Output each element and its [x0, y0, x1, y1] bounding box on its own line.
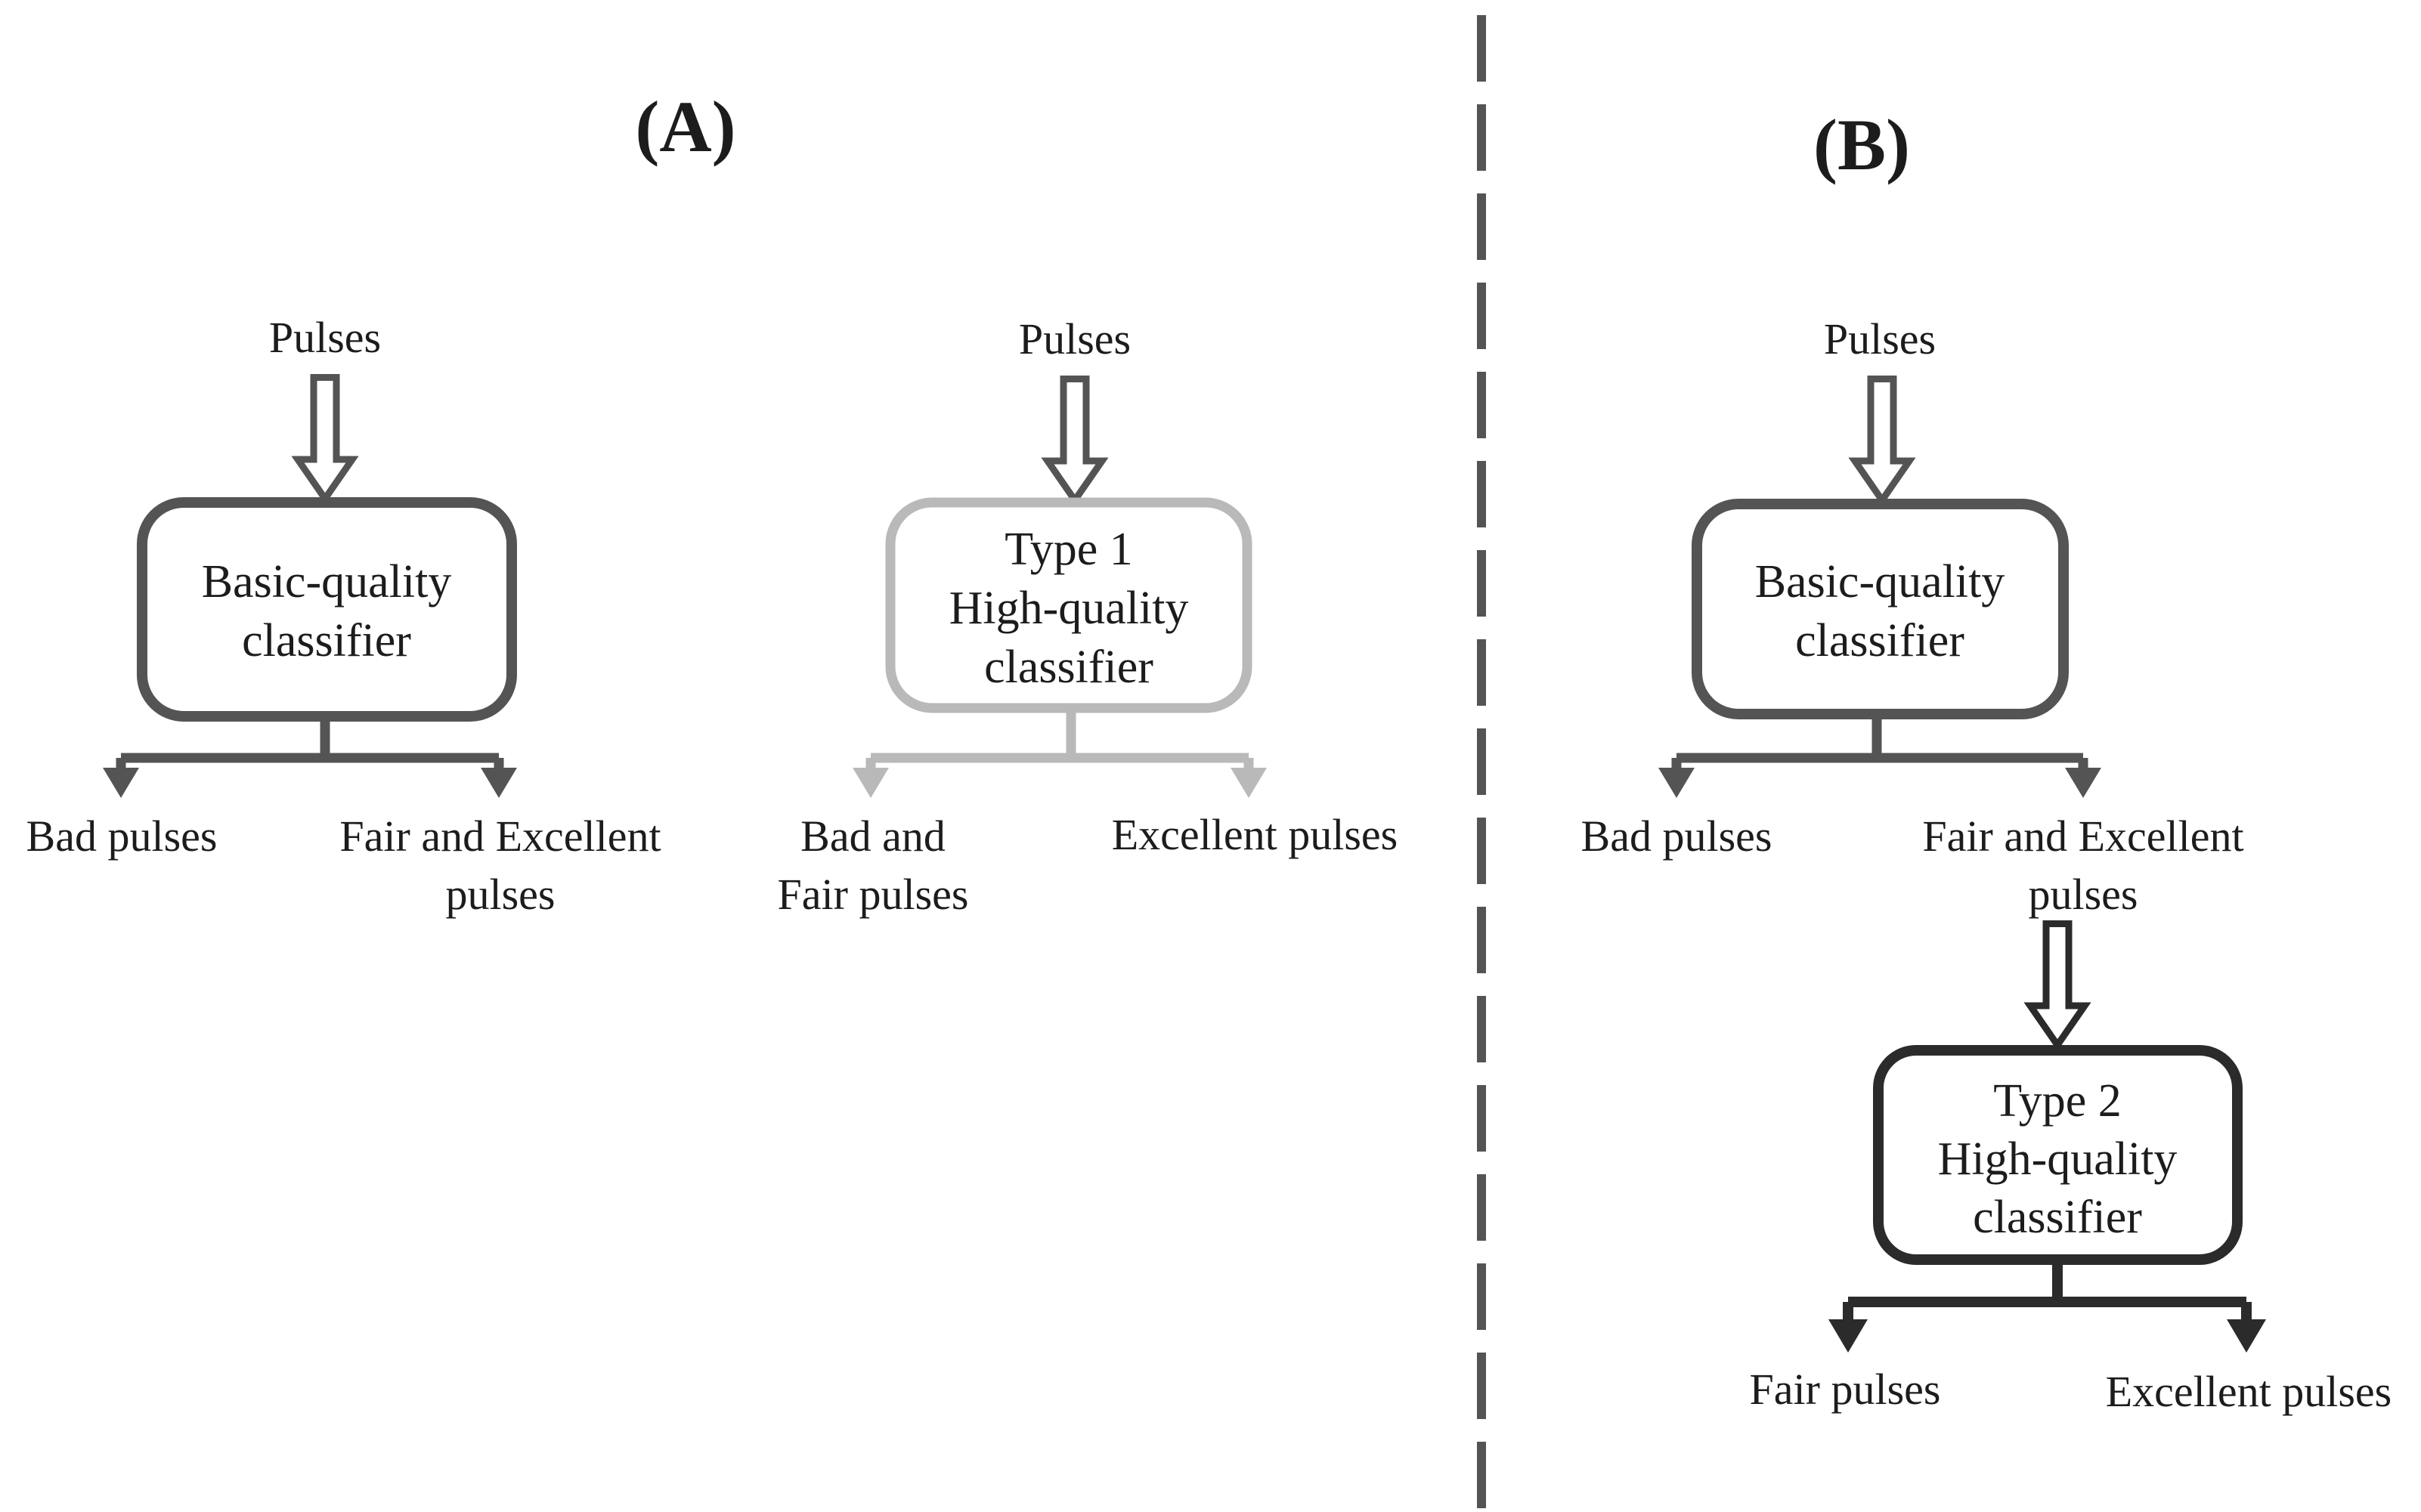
flow-b2-box-line2: High-quality [1937, 1133, 2178, 1185]
flow-a1-box-line2: classifier [242, 615, 411, 666]
flow-b2-output-left-label: Fair pulses [1749, 1365, 1941, 1414]
flow-b2-graphics [1828, 924, 2266, 1353]
flow-a1-graphics [103, 378, 517, 798]
flow-b2-left-arrowhead-icon [1828, 1319, 1868, 1353]
flow-a1-split-connector [116, 715, 504, 769]
flow-b2-right-arrowhead-icon [2227, 1319, 2266, 1353]
panel-b-label: (B) [1813, 104, 1910, 185]
flow-b2-input-arrow-icon [2030, 924, 2085, 1046]
flow-b2-box-line1: Type 2 [1993, 1075, 2122, 1127]
flow-a1-output-right-line1: Fair and Excellent [339, 812, 661, 861]
flow-a2-input-label: Pulses [1018, 314, 1132, 363]
flow-a2-box-line3: classifier [984, 642, 1153, 693]
flow-a2-output-left-label: Bad and Fair pulses [778, 807, 969, 923]
flow-b1-box-line1: Basic-quality [1754, 556, 2005, 608]
flow-a2-split-connector [865, 705, 1254, 769]
flow-a1-box-label: Basic-quality classifier [202, 552, 452, 670]
flow-b1-right-arrowhead-icon [2065, 768, 2101, 798]
flow-b2-box-label: Type 2 High-quality classifier [1938, 1072, 2178, 1247]
flow-b1-output-right-line1: Fair and Excellent [1922, 812, 2244, 861]
panel-a-label: (A) [635, 86, 736, 167]
flow-b1-split-connector [1671, 713, 2088, 769]
flow-a1-output-right-label: Fair and Excellent pulses [339, 807, 661, 923]
flow-a2-box-line2: High-quality [949, 583, 1189, 634]
flow-b1-box-line2: classifier [1795, 615, 1964, 666]
flow-a1-left-arrowhead-icon [103, 768, 139, 798]
flow-a1-output-left-label: Bad pulses [26, 812, 218, 861]
flow-a1-box-line1: Basic-quality [201, 556, 452, 608]
flow-b1-output-left-label: Bad pulses [1580, 812, 1772, 861]
flow-a2-box-line1: Type 1 [1005, 524, 1133, 575]
flow-a1-output-right-line2: pulses [445, 870, 556, 919]
flow-a2-left-arrowhead-icon [853, 768, 889, 798]
flow-a2-graphics [853, 379, 1267, 798]
flow-a2-output-left-line2: Fair pulses [777, 870, 969, 919]
flow-b1-graphics [1658, 379, 2101, 798]
flow-b1-output-right-label: Fair and Excellent pulses [1922, 807, 2243, 923]
flow-a1-input-label: Pulses [268, 313, 382, 362]
flow-a1-input-arrow-icon [298, 378, 352, 499]
flow-b2-split-connector [1843, 1257, 2252, 1322]
flow-b2-box-line3: classifier [1973, 1192, 2142, 1243]
flow-a2-right-arrowhead-icon [1231, 768, 1267, 798]
flow-b1-left-arrowhead-icon [1658, 768, 1695, 798]
flow-b1-input-arrow-icon [1855, 379, 1909, 501]
flow-a1-right-arrowhead-icon [481, 768, 517, 798]
flow-a2-box-label: Type 1 High-quality classifier [949, 520, 1189, 697]
flow-b1-output-right-line2: pulses [2028, 870, 2138, 919]
flow-a2-output-right-label: Excellent pulses [1111, 810, 1398, 859]
flow-a2-output-left-line1: Bad and [800, 812, 946, 861]
flow-b2-output-right-label: Excellent pulses [2105, 1367, 2392, 1416]
flow-b1-input-label: Pulses [1823, 314, 1936, 363]
flow-a2-input-arrow-icon [1048, 379, 1102, 501]
flow-b1-box-label: Basic-quality classifier [1755, 552, 2005, 670]
